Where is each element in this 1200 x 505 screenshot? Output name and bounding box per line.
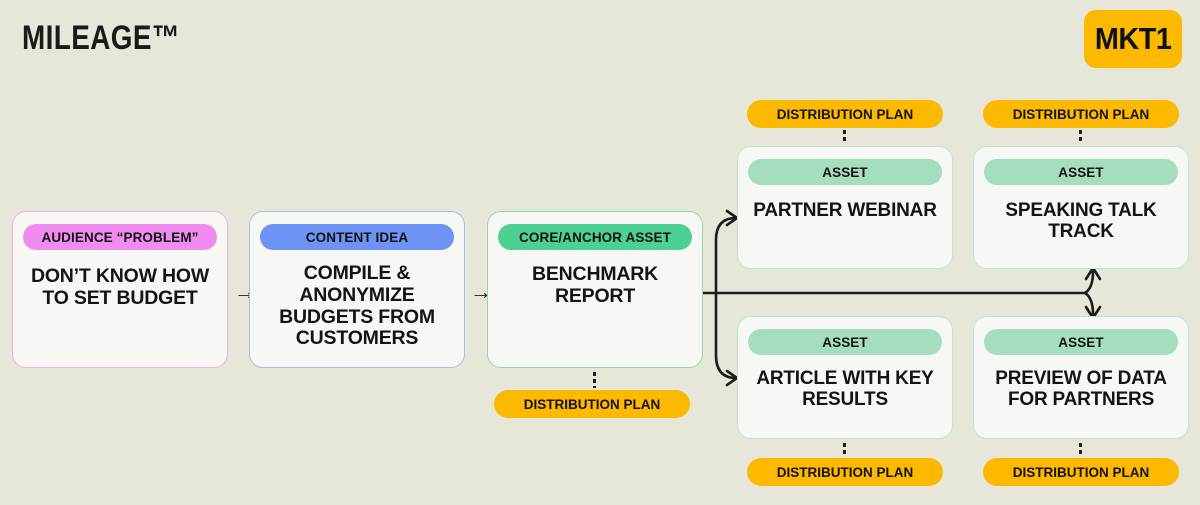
distribution-plan-asset-0[interactable]: DISTRIBUTION PLAN: [747, 100, 943, 128]
distribution-plan-asset-3[interactable]: DISTRIBUTION PLAN: [983, 458, 1179, 486]
dotted-connector-asset-2: [843, 443, 846, 457]
card-title-asset-2: ARTICLE WITH KEY RESULTS: [756, 368, 934, 411]
dotted-connector-asset-0: [843, 130, 846, 144]
card-tag-asset-1: ASSET: [984, 159, 1178, 185]
card-title-asset-1: SPEAKING TALK TRACK: [1005, 200, 1157, 243]
dotted-connector-asset-3: [1079, 443, 1082, 457]
card-asset-article-key-results[interactable]: ASSET ARTICLE WITH KEY RESULTS: [737, 316, 953, 439]
card-audience-problem[interactable]: AUDIENCE “PROBLEM” DON’T KNOW HOW TO SET…: [12, 211, 228, 368]
card-tag-content-idea: CONTENT IDEA: [260, 224, 454, 250]
logo-text: MKT1: [1094, 21, 1172, 56]
dotted-connector-asset-1: [1079, 130, 1082, 144]
mkt1-logo: MKT1: [1084, 10, 1182, 68]
card-tag-asset-3: ASSET: [984, 329, 1178, 355]
distribution-plan-core[interactable]: DISTRIBUTION PLAN: [494, 390, 690, 418]
distribution-plan-asset-1[interactable]: DISTRIBUTION PLAN: [983, 100, 1179, 128]
card-title-asset-0: PARTNER WEBINAR: [753, 200, 937, 221]
card-title-core-anchor-asset: BENCHMARK REPORT: [531, 263, 659, 307]
card-asset-partner-webinar[interactable]: ASSET PARTNER WEBINAR: [737, 146, 953, 269]
card-tag-asset-2: ASSET: [748, 329, 942, 355]
arrow-stage2-to-stage3: →: [470, 279, 492, 304]
dotted-connector-core-distribution: [593, 372, 596, 388]
card-core-anchor-asset[interactable]: CORE/ANCHOR ASSET BENCHMARK REPORT: [487, 211, 703, 368]
card-asset-speaking-talk-track[interactable]: ASSET SPEAKING TALK TRACK: [973, 146, 1189, 269]
card-asset-preview-data-partners[interactable]: ASSET PREVIEW OF DATA FOR PARTNERS: [973, 316, 1189, 439]
card-tag-core-anchor-asset: CORE/ANCHOR ASSET: [498, 224, 692, 250]
card-title-content-idea: COMPILE & ANONYMIZE BUDGETS FROM CUSTOME…: [279, 262, 435, 350]
header: MILEAGE™ MKT1: [0, 0, 1200, 82]
card-content-idea[interactable]: CONTENT IDEA COMPILE & ANONYMIZE BUDGETS…: [249, 211, 465, 368]
card-title-audience-problem: DON’T KNOW HOW TO SET BUDGET: [30, 265, 210, 309]
card-title-asset-3: PREVIEW OF DATA FOR PARTNERS: [995, 368, 1167, 411]
card-tag-asset-0: ASSET: [748, 159, 942, 185]
page-title: MILEAGE™: [22, 19, 181, 57]
distribution-plan-asset-2[interactable]: DISTRIBUTION PLAN: [747, 458, 943, 486]
card-tag-audience-problem: AUDIENCE “PROBLEM”: [23, 224, 217, 250]
